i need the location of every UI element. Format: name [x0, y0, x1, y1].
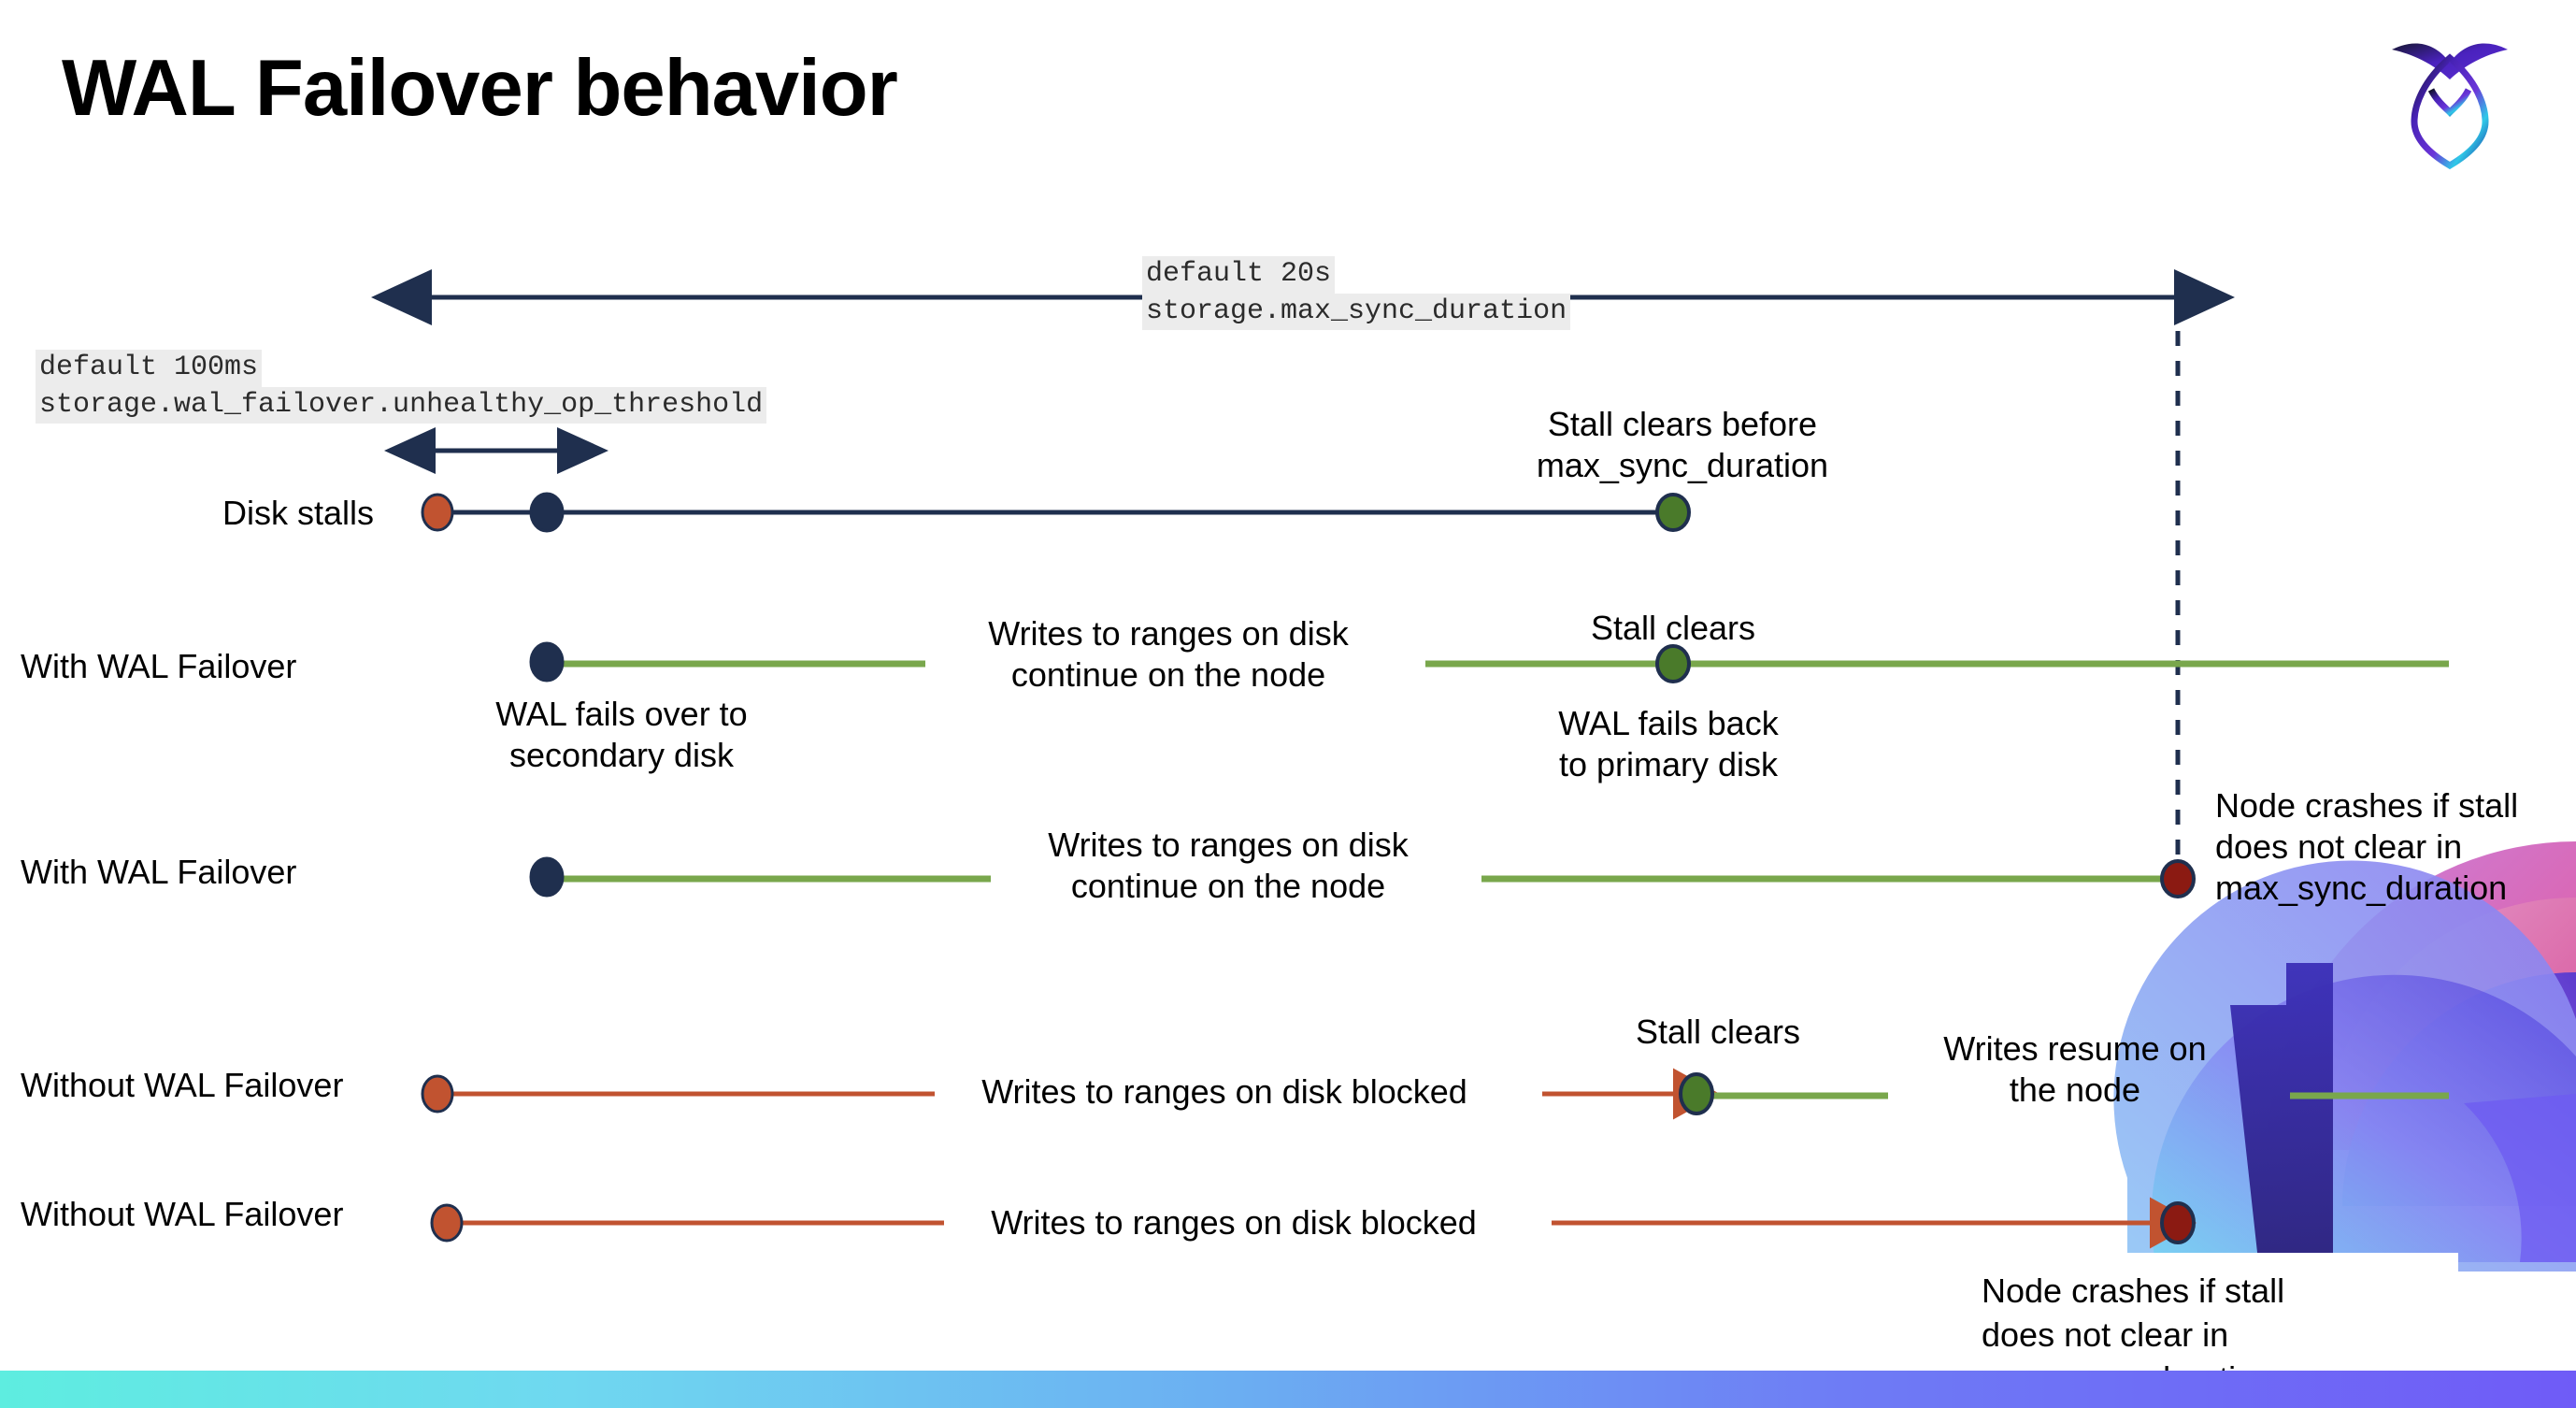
row-label-with-wal-failover-2: With WAL Failover — [21, 853, 297, 891]
annotation-wal-fails-back: WAL fails back to primary disk — [1558, 704, 1779, 783]
max-sync-duration-setting: default 20s storage.max_sync_duration — [1142, 256, 1571, 330]
bottom-gradient-bar — [0, 1371, 2576, 1408]
marker-navy-dot — [529, 856, 565, 898]
timeline-row-with-wal-failover-1 — [529, 641, 2449, 683]
annotation-stall-clears-before: Stall clears before max_sync_duration — [1536, 405, 1829, 484]
annotation-writes-resume: Writes resume on the node — [1943, 1029, 2207, 1109]
cockroachdb-logo-icon — [2392, 43, 2508, 170]
marker-green-dot — [1655, 493, 1691, 532]
annotation-writes-continue-2: Writes to ranges on disk continue on the… — [1048, 826, 1409, 905]
annotation-writes-blocked-1: Writes to ranges on disk blocked — [981, 1072, 1467, 1111]
unhealthy-op-threshold-setting: default 100ms storage.wal_failover.unhea… — [36, 350, 767, 424]
timeline-row-without-wal-failover-2 — [430, 1197, 2197, 1249]
marker-green-dot — [1679, 1072, 1714, 1115]
marker-green-dot — [1655, 644, 1691, 683]
annotation-stall-clears-1: Stall clears — [1590, 609, 1756, 647]
marker-dark-red-dot — [2160, 859, 2196, 898]
row-label-without-wal-failover-2: Without WAL Failover — [21, 1195, 344, 1233]
row-label-without-wal-failover-1: Without WAL Failover — [21, 1066, 344, 1104]
row-label-with-wal-failover-1: With WAL Failover — [21, 647, 297, 685]
annotation-writes-blocked-2: Writes to ranges on disk blocked — [991, 1203, 1477, 1242]
annotation-wal-fails-over: WAL fails over to secondary disk — [495, 695, 748, 774]
timeline-row-with-wal-failover-2 — [529, 856, 2196, 898]
timeline-row-disk-stalls — [421, 492, 1691, 533]
page-title: WAL Failover behavior — [62, 44, 898, 133]
row-label-disk-stalls: Disk stalls — [222, 494, 375, 532]
marker-navy-dot — [529, 641, 565, 682]
marker-orange-dot — [430, 1203, 464, 1243]
max-sync-duration-name: storage.max_sync_duration — [1142, 293, 1571, 330]
marker-dark-red-dot — [2160, 1201, 2196, 1244]
unhealthy-op-threshold-name: storage.wal_failover.unhealthy_op_thresh… — [36, 386, 767, 424]
annotation-stall-clears-2: Stall clears — [1635, 1013, 1801, 1051]
timeline-row-without-wal-failover-1 — [421, 1068, 2449, 1120]
annotation-node-crashes-1: Node crashes if stall does not clear in … — [2215, 786, 2519, 907]
annotation-writes-continue-1: Writes to ranges on disk continue on the… — [988, 614, 1349, 694]
marker-orange-dot — [421, 1074, 454, 1113]
marker-orange-dot — [421, 493, 454, 532]
max-sync-duration-default: default 20s — [1142, 256, 1336, 294]
unhealthy-op-threshold-default: default 100ms — [36, 350, 263, 387]
marker-navy-dot — [529, 492, 565, 533]
